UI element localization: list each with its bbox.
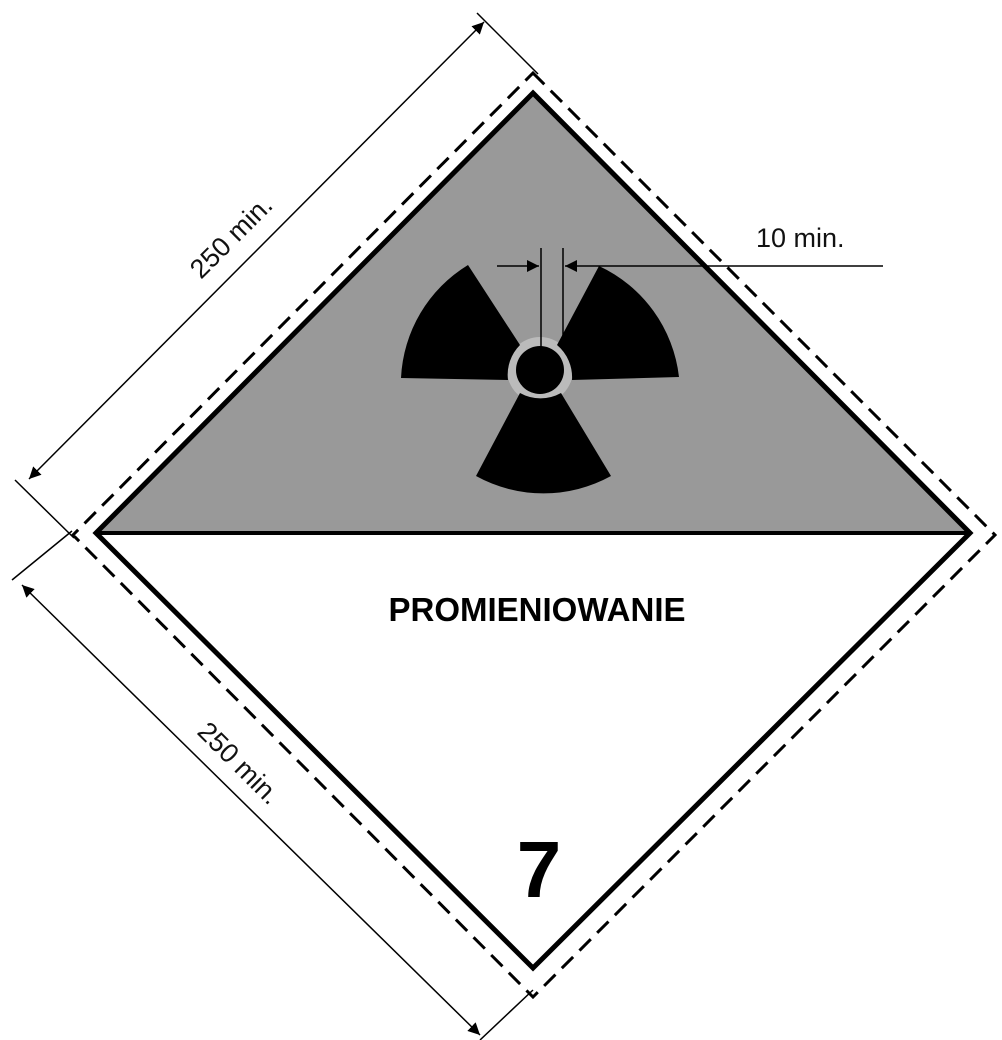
trefoil-blade-bottom bbox=[476, 393, 611, 494]
trefoil-blade-upper-right bbox=[557, 266, 679, 380]
lower-dim-arrow-line bbox=[21, 584, 481, 1036]
line-width-dimension-label: 10 min. bbox=[756, 223, 845, 253]
line-width-dimension: 10 min. bbox=[497, 223, 883, 348]
lower-side-dimension-label: 250 min. bbox=[192, 716, 286, 810]
upper-dim-arrow-line bbox=[28, 21, 485, 480]
class-number: 7 bbox=[517, 825, 562, 914]
upper-dim-extension-left bbox=[14, 479, 75, 539]
label-text: PROMIENIOWANIE bbox=[388, 591, 685, 628]
lower-dim-extension-bottom bbox=[479, 989, 534, 1040]
trefoil-center-dot bbox=[516, 346, 564, 394]
upper-dim-extension-top bbox=[476, 12, 539, 75]
lower-dim-extension-left bbox=[11, 530, 73, 581]
upper-side-dimension-label: 250 min. bbox=[184, 190, 278, 284]
